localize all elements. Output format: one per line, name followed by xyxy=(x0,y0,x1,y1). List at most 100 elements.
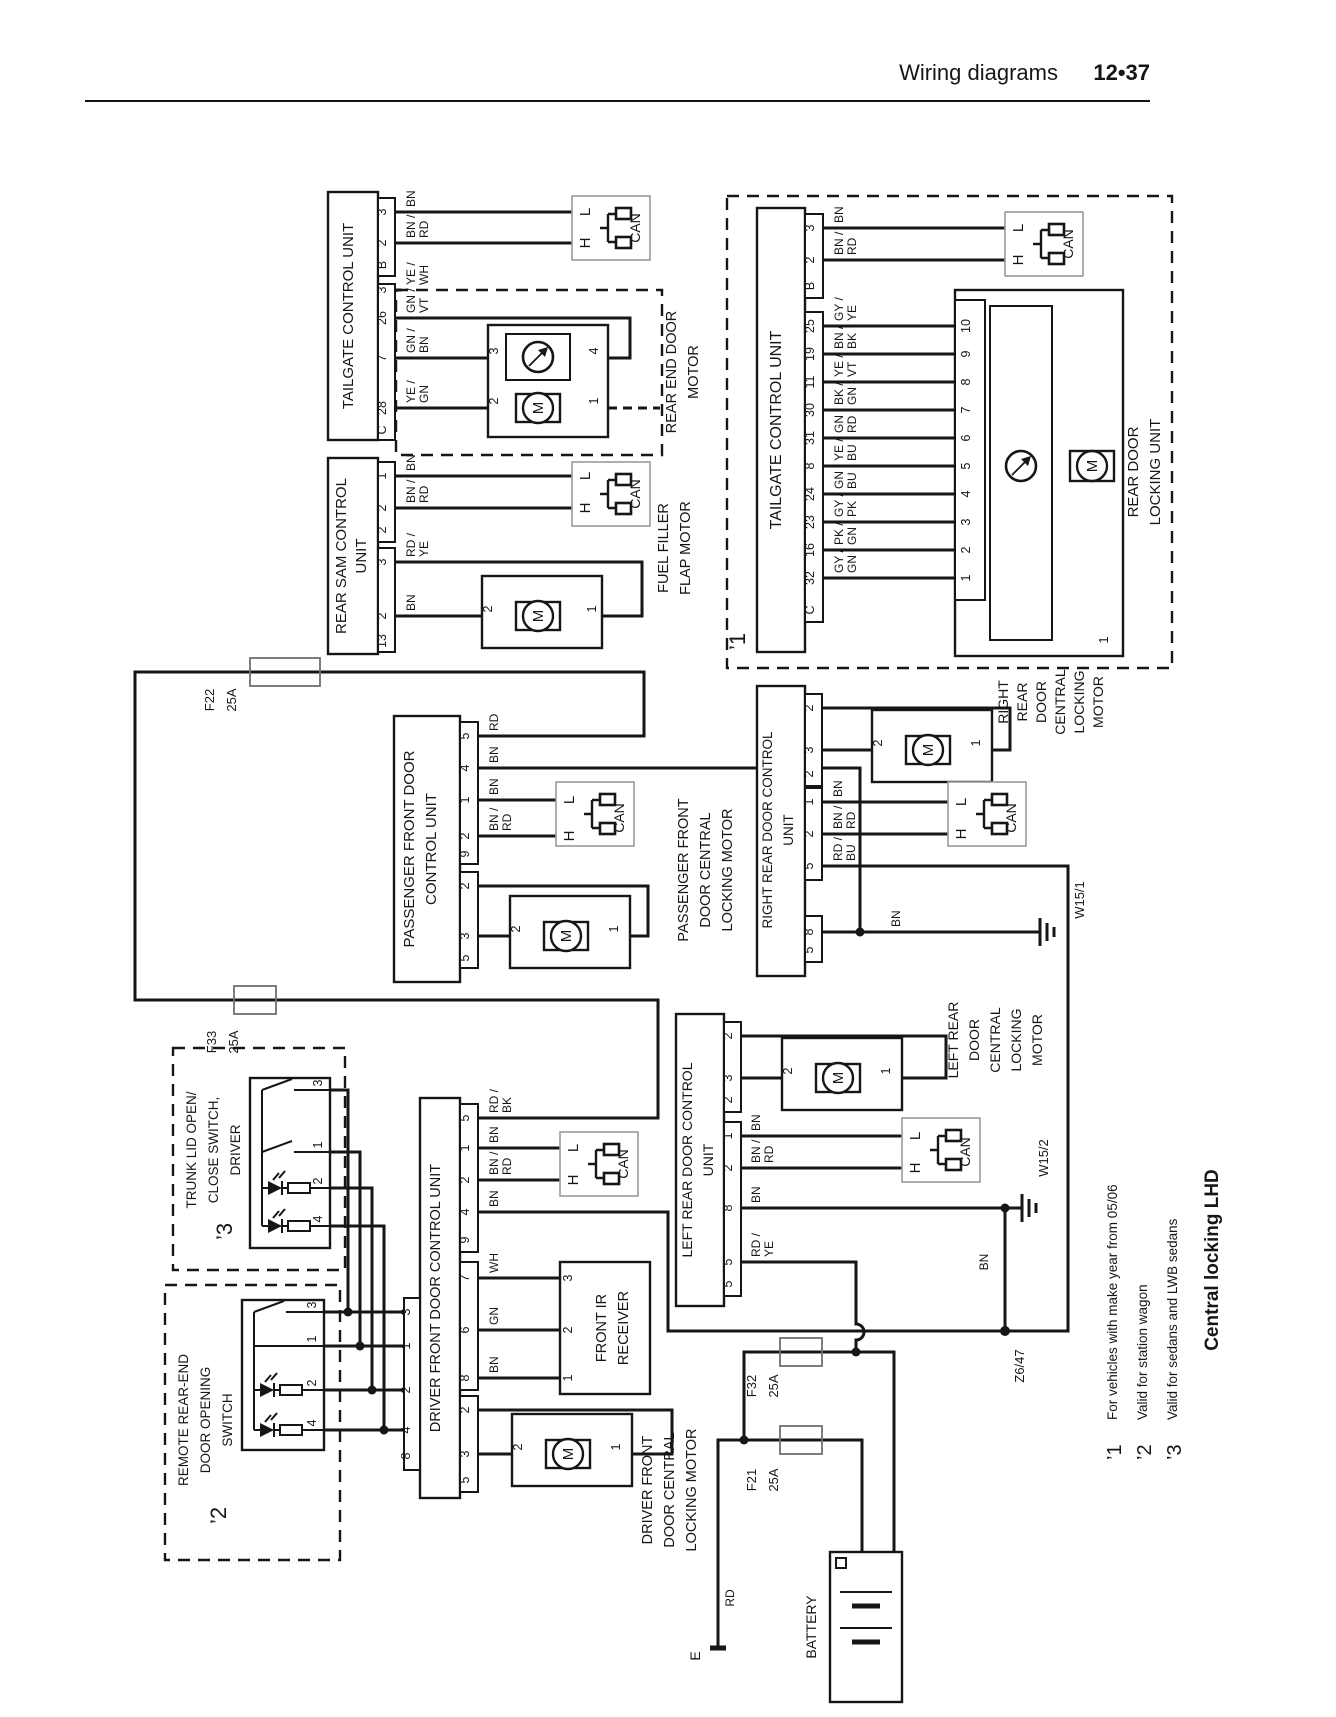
rear-end-motor-name-0: REAR END DOOR xyxy=(664,311,680,433)
sam-conn-2-label: 2 xyxy=(375,526,389,533)
tcu1-wire-labels-c-1: GN / xyxy=(404,288,418,313)
can7-h: H xyxy=(565,1175,582,1186)
fuel-motor-name-0: FUEL FILLER xyxy=(656,503,672,593)
fuse-f21-label-0: F21 xyxy=(744,1469,759,1491)
passenger-connector-5 xyxy=(459,871,479,969)
rear-lock-pins-4: 6 xyxy=(959,434,973,441)
ir-name-0: FRONT IR xyxy=(594,1294,610,1362)
can7-label: CAN xyxy=(615,1149,631,1179)
left-rear-wire-labels-1b: RD xyxy=(762,1145,776,1163)
tcu2-wire-labels-c-1: BN / xyxy=(832,325,846,349)
tcu2-wire-labels-c-6b: BU xyxy=(845,472,859,489)
left-rear-pins-5-2: 8 xyxy=(721,1204,735,1211)
tcu2-wire-labels-c-3b: GN xyxy=(845,387,859,405)
ir-pins-1: 2 xyxy=(561,1326,575,1333)
unit-passenger-front-door xyxy=(392,714,462,984)
left-rear-wire-labels-3b: YE xyxy=(762,1241,776,1257)
right-rear-wire-labels-1: BN / xyxy=(831,805,845,829)
tcu2-wire-labels-c-9: GY / xyxy=(832,549,846,573)
rear-end-motor-name-1: MOTOR xyxy=(686,345,702,399)
remote-switch-footnote-mark: ’2 xyxy=(206,1507,231,1524)
tcu2-pins-b-0: 3 xyxy=(803,224,817,231)
right-rear-conn-5-label: 5 xyxy=(802,946,816,953)
driver-pins-8-0: 3 xyxy=(399,1308,413,1315)
fuse-f33-label-1: 25A xyxy=(226,1030,241,1053)
trunk-switch-name-0: TRUNK LID OPEN/ xyxy=(184,1091,199,1208)
can2-label: CAN xyxy=(627,479,643,509)
tcu2-pins-b: 32 xyxy=(803,224,817,263)
tcu1-wire-labels-c-0b: WH xyxy=(417,265,431,285)
remote-switch-pins-2: 2 xyxy=(305,1379,319,1386)
footnote-3-mark: ’3 xyxy=(1164,1444,1186,1460)
driver-name: DRIVER FRONT DOOR CONTROL UNIT xyxy=(428,1164,444,1432)
footnote-3-text: Valid for sedans and LWB sedans xyxy=(1165,1218,1180,1420)
fuel-motor-pins-0: 2 xyxy=(481,605,495,612)
tcu1-name-0: TAILGATE CONTROL UNIT xyxy=(340,223,357,409)
can6-label: CAN xyxy=(957,1137,973,1167)
tcu1-wire-labels-c-3: YE / xyxy=(404,380,418,403)
motor-m-passenger: M xyxy=(558,930,575,943)
fuel-filler-flap-motor xyxy=(480,574,604,650)
left-rear-wire-labels-1: BN / xyxy=(749,1139,763,1163)
tcu1-pins-c-3: 28 xyxy=(375,401,389,415)
rear-end-motor-name: REAR END DOOR MOTOR xyxy=(664,311,702,433)
passenger-motor-name-1: DOOR CENTRAL xyxy=(698,812,714,927)
junction-dots xyxy=(343,927,1010,1445)
trunk-lid-switch-boundary xyxy=(171,1046,347,1272)
motor-m-left-rear: M xyxy=(830,1072,847,1085)
motor-m-fuel: M xyxy=(530,610,547,623)
tcu1-wire-labels-c-1b: VT xyxy=(417,297,431,313)
left-rear-motor-name-3: LOCKING xyxy=(1008,1008,1024,1071)
tcu1-conn-b-label: B xyxy=(375,261,389,269)
fuse-f22-label-0: F22 xyxy=(202,689,217,711)
can-node-tailgate1 xyxy=(571,195,651,261)
tcu2-wire-labels-c-8b: GN xyxy=(845,527,859,545)
can5-l: L xyxy=(953,798,970,806)
right-rear-wire-labels-0: BN xyxy=(831,780,845,797)
battery xyxy=(828,1550,904,1704)
wire-label-rd-feed: RD xyxy=(723,1589,737,1607)
tcu2-wire-labels-c-0: GY / xyxy=(832,297,846,321)
left-rear-wire-labels-2: BN xyxy=(749,1186,763,1203)
sam-wire-labels-2-1b: RD xyxy=(417,485,431,503)
tcu2-pins-c-0: 25 xyxy=(803,319,817,333)
rear-end-motor-pins-top-1: 4 xyxy=(587,347,601,354)
footnote-1-text: For vehicles with make year from 05/06 xyxy=(1105,1184,1120,1420)
sam-wire-labels-13-0b: YE xyxy=(417,541,431,557)
left-rear-central-locking-motor xyxy=(780,1036,904,1112)
rear-lock-pins-8: 2 xyxy=(959,546,973,553)
tcu2-pins-b-1: 2 xyxy=(803,256,817,263)
tcu2-wire-labels-c-5: YE / xyxy=(832,438,846,461)
passenger-motor-pins-1: 1 xyxy=(607,925,621,932)
passenger-central-locking-motor xyxy=(508,894,632,970)
rear-end-door-motor-boundary xyxy=(394,288,664,457)
ground-label-w15-1: W15/1 xyxy=(1072,881,1087,919)
right-rear-motor-name-5: MOTOR xyxy=(1090,676,1106,728)
sam-wire-labels-2-1: BN / xyxy=(404,479,418,503)
tcu1-pins-c-0: 3 xyxy=(375,286,389,293)
sam-pins-2-1: 2 xyxy=(375,504,389,511)
right-rear-conn-2-label: 2 xyxy=(802,770,816,777)
left-rear-wire-labels-0: BN xyxy=(749,1114,763,1131)
trunk-lid-switch xyxy=(248,1076,332,1250)
tcu2-wire-labels-c-5b: BU xyxy=(845,444,859,461)
trunk-switch-pins-2: 2 xyxy=(311,1177,325,1184)
fuse-f32 xyxy=(779,1337,823,1367)
right-rear-pins-2-0: 2 xyxy=(802,704,816,711)
driver-name-0: DRIVER FRONT DOOR CONTROL UNIT xyxy=(428,1164,444,1432)
driver-motor-name-2: LOCKING MOTOR xyxy=(684,1429,700,1552)
left-rear-conn-5-label: 5 xyxy=(721,1280,735,1287)
